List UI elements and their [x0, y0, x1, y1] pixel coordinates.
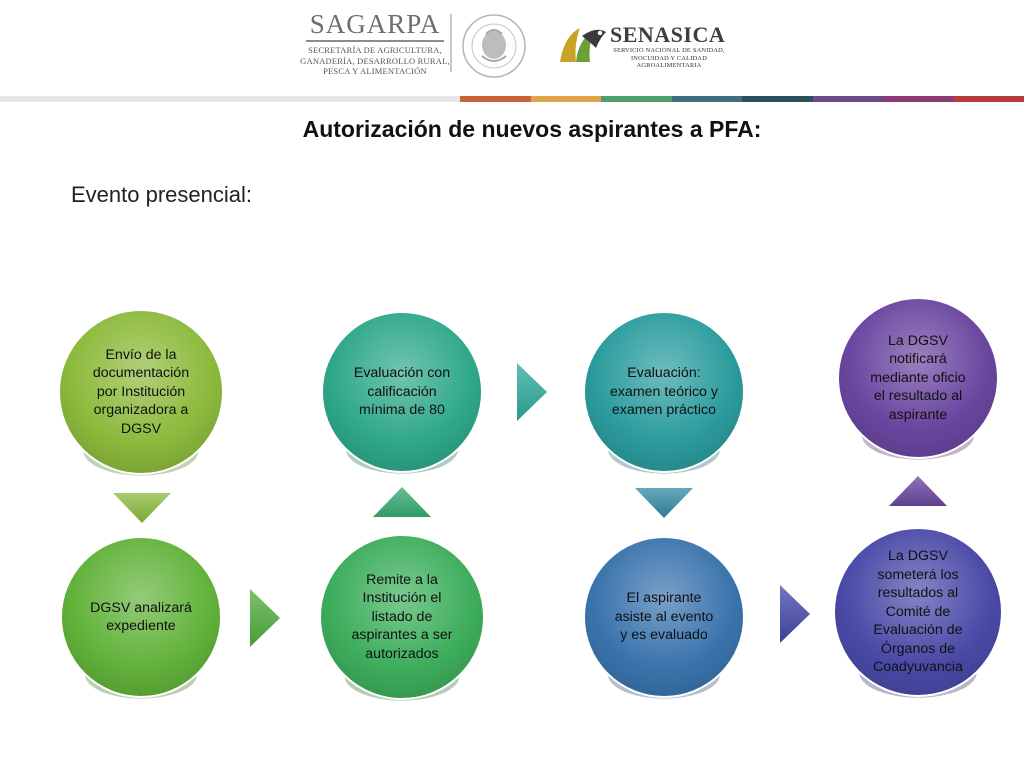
- flow-arrow-2: [250, 589, 280, 647]
- page-title: Autorización de nuevos aspirantes a PFA:: [302, 116, 762, 142]
- flow-node-3: [319, 534, 485, 700]
- header-stripe-segment: [883, 96, 954, 102]
- flow-node-1: [58, 309, 224, 475]
- flow-node-line: por Institución: [96, 383, 186, 400]
- flow-node-line: Órganos de: [880, 640, 956, 657]
- flow-node-line: Comité de: [885, 603, 951, 620]
- flow-node-line: y es evaluado: [620, 627, 708, 644]
- flow-node-line: notificará: [889, 351, 947, 368]
- flow-node-line: DGSV analizará: [90, 599, 192, 616]
- flow-arrow-1: [113, 493, 171, 523]
- header-stripe-segment: [601, 96, 672, 102]
- senasica-name: SENASICA: [610, 22, 726, 47]
- flow-node-text: Evaluación:examen teórico y examen prácti…: [610, 364, 718, 420]
- sagarpa-subtitle-line: GANADERÍA, DESARROLLO RURAL,: [300, 55, 450, 66]
- flow-node-line: DGSV: [120, 420, 162, 437]
- flow-node-line: expediente: [106, 618, 176, 634]
- flow-node-line: aspirante: [888, 406, 948, 423]
- flow-node-line: examen teórico y: [609, 383, 718, 400]
- sagarpa-name: SAGARPA: [309, 9, 441, 39]
- flow-node-label-5: Evaluación:examen teórico y examen prácti…: [595, 312, 733, 472]
- header-stripe-segment: [460, 96, 531, 102]
- sagarpa-subtitle-line: SECRETARÍA DE AGRICULTURA,: [308, 45, 442, 55]
- flow-node-line: Evaluación de: [873, 622, 963, 639]
- flow-node-line: calificación: [367, 383, 437, 400]
- flow-node-5: [583, 311, 745, 473]
- flow-node-line: asiste al evento: [614, 608, 714, 625]
- sagarpa-logo: SAGARPA SECRETARÍA DE AGRICULTURA, GANAD…: [300, 10, 450, 82]
- header-stripe-segment: [953, 96, 1024, 102]
- flow-node-line: resultados al: [877, 585, 959, 602]
- senasica-logo: SENASICA SERVICIO NACIONAL DE SANIDAD, I…: [556, 18, 726, 78]
- senasica-subtitle: SERVICIO NACIONAL DE SANIDAD, INOCUIDAD …: [610, 47, 728, 70]
- header-stripe-segment: [671, 96, 743, 102]
- flow-node-line: La DGSV: [888, 332, 948, 349]
- sagarpa-subtitle-line: PESCA Y ALIMENTACIÓN: [323, 66, 427, 76]
- sagarpa-rule: [306, 40, 444, 42]
- flow-arrow-4: [517, 363, 547, 421]
- page-subtitle: Evento presencial:: [71, 182, 252, 207]
- flow-arrows: [113, 363, 947, 647]
- flow-node-line: examen práctico: [611, 402, 717, 419]
- senasica-emblem-icon: [560, 28, 606, 62]
- flow-arrow-3: [373, 487, 431, 517]
- national-seal-icon: [462, 14, 526, 78]
- header: SAGARPA SECRETARÍA DE AGRICULTURA, GANAD…: [0, 0, 1024, 102]
- flow-node-6: [583, 536, 745, 698]
- flow-node-7: [833, 527, 1003, 697]
- flow-node-line: listado de: [371, 608, 433, 625]
- header-stripe-gray: [0, 96, 460, 102]
- flow-node-2: [60, 536, 222, 698]
- flow-node-label-2: DGSV analizará expediente: [72, 537, 210, 697]
- flow-node-line: mínima de 80: [358, 402, 445, 419]
- senasica-subtitle-line: INOCUIDAD Y CALIDAD: [630, 54, 708, 62]
- flow-node-line: documentación: [92, 365, 190, 382]
- senasica-subtitle-line: AGROALIMENTARIA: [636, 62, 702, 70]
- flow-node-line: La DGSV: [888, 548, 948, 565]
- header-stripe-segment: [812, 96, 884, 102]
- flow-arrow-7: [889, 476, 947, 506]
- flow-arrow-5: [635, 488, 693, 518]
- flow-node-line: aspirantes a ser: [351, 627, 453, 644]
- flow-node-line: Evaluación:: [627, 365, 701, 382]
- header-stripe-segment: [742, 96, 813, 102]
- flow-node-line: Coadyuvancia: [873, 659, 963, 676]
- flow-node-line: El aspirante: [626, 590, 702, 607]
- header-stripe-segment: [530, 96, 602, 102]
- flow-node-4: [321, 311, 483, 473]
- flow-node-8: [837, 297, 999, 459]
- flow-node-line: Evaluación con: [353, 365, 451, 382]
- flow-node-line: organizadora a: [93, 402, 189, 419]
- flow-nodes: [58, 297, 1003, 701]
- flow-node-line: Institución el: [362, 590, 442, 607]
- flow-node-line: Remite a la: [366, 571, 438, 588]
- flow-node-line: Envío de la: [105, 346, 177, 363]
- flow-node-line: el resultado al: [873, 388, 963, 405]
- flow-node-line: mediante oficio: [870, 369, 966, 386]
- flow-node-line: autorizados: [365, 645, 439, 662]
- flow-node-line: someterá los: [877, 566, 959, 583]
- senasica-subtitle-line: SERVICIO NACIONAL DE SANIDAD,: [613, 47, 725, 54]
- flow-arrow-6: [780, 585, 810, 643]
- flow-node-text: DGSV analizará expediente: [90, 599, 192, 636]
- logo-divider: [450, 14, 452, 72]
